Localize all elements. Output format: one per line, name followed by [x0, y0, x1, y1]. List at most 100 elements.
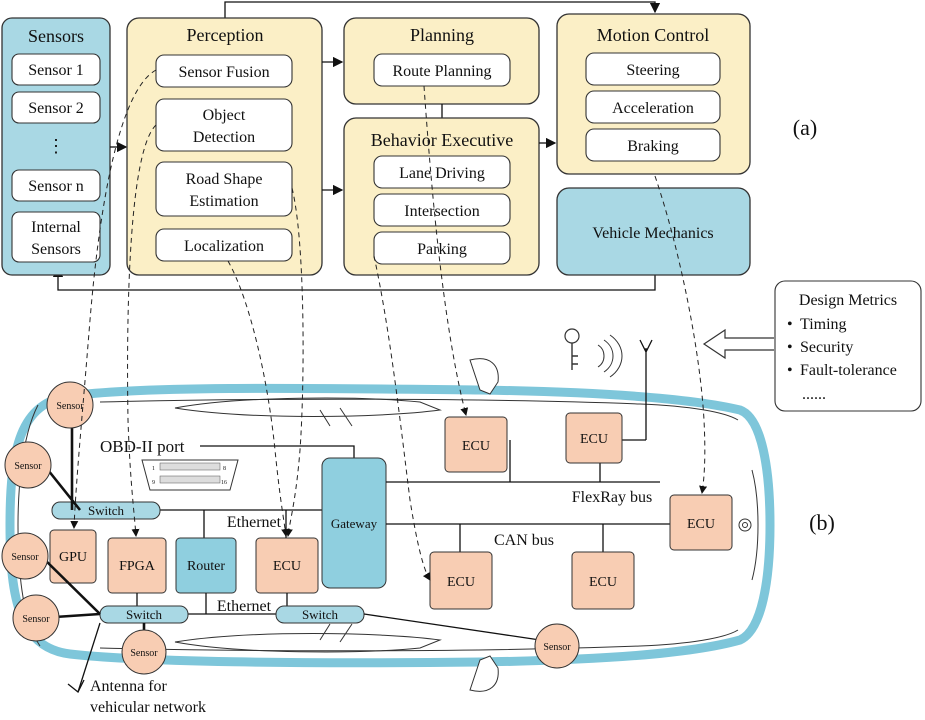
- sensor-ellipsis: ⋮: [47, 136, 65, 156]
- metric-fault-tolerance: Fault-tolerance: [800, 362, 897, 379]
- top-feedback-arrow: [224, 1, 661, 18]
- internal-sensors-label-1: Internal: [31, 219, 81, 236]
- switch-to-rear-sensor: [363, 613, 541, 641]
- perception-title: Perception: [187, 25, 264, 45]
- bottom-feedback-arrow: [52, 266, 656, 291]
- steering-label: Steering: [626, 62, 679, 79]
- obd-pin-16: 16: [221, 480, 227, 486]
- fpga-label: FPGA: [119, 559, 156, 574]
- ethernet-label-top: Ethernet: [227, 514, 282, 531]
- vehicle-mechanics-box: [556, 187, 751, 276]
- design-metrics-title: Design Metrics: [799, 292, 897, 309]
- key-icon: [564, 328, 580, 370]
- vehicle-mechanics-label: Vehicle Mechanics: [592, 225, 713, 242]
- planning-group: Planning Route Planning: [343, 17, 540, 105]
- sensor-fusion-box: [155, 54, 293, 88]
- sensor-label-1: Sensor: [56, 401, 84, 412]
- car-outline: [5, 358, 775, 692]
- ecu-box-flexray-2: [565, 412, 623, 464]
- antenna-label-2: vehicular network: [90, 699, 206, 716]
- flexray-bus-label: FlexRay bus: [572, 489, 652, 506]
- obd-connector-icon: 1 8 9 16: [141, 459, 239, 491]
- obd-connector-line: [200, 445, 355, 458]
- metric-more: ......: [802, 386, 826, 403]
- ethernet-label-bottom: Ethernet: [217, 598, 272, 615]
- sensor-label-2: Sensor: [14, 461, 42, 472]
- route-planning-box: [373, 53, 511, 87]
- acceleration-box: [585, 90, 721, 124]
- ecu-box-flexray-1: [444, 416, 508, 473]
- obd-port-label: OBD-II port: [100, 437, 185, 456]
- panel-label-b: (b): [809, 510, 835, 535]
- route-planning-label: Route Planning: [392, 63, 491, 80]
- perception-group: Perception Sensor Fusion Object Detectio…: [126, 17, 323, 276]
- internal-sensors-box: [11, 211, 101, 263]
- sensors-group: Sensors Sensor 1 Sensor 2 ⋮ Sensor n Int…: [1, 17, 111, 276]
- behavior-title: Behavior Executive: [371, 130, 513, 150]
- antenna-label-1: Antenna for: [90, 678, 168, 695]
- acceleration-label: Acceleration: [612, 100, 694, 117]
- braking-box: [585, 128, 721, 162]
- sensor-circle-6: [534, 623, 580, 669]
- sensors-title: Sensors: [28, 26, 84, 46]
- sensor-circle-2: [4, 441, 52, 489]
- obd-pin-9: 9: [152, 480, 155, 486]
- motion-control-title: Motion Control: [597, 25, 710, 45]
- metric-security: Security: [800, 339, 853, 356]
- ecu-label-flexray-1: ECU: [462, 439, 490, 454]
- metric-timing: Timing: [800, 316, 847, 333]
- sensor-label-6: Sensor: [543, 642, 571, 653]
- steering-box: [585, 52, 721, 86]
- motion-control-group: Motion Control Steering Acceleration Bra…: [556, 13, 751, 175]
- ecu-box-rear: [669, 494, 733, 551]
- ecu-to-switch-links: [136, 593, 288, 614]
- sensor-n-label: Sensor n: [28, 178, 84, 195]
- switch-bottom-right-label: Switch: [302, 607, 339, 622]
- behavior-executive-group: Behavior Executive Lane Driving Intersec…: [343, 117, 540, 276]
- can-bus-label: CAN bus: [494, 532, 554, 549]
- localization-label: Localization: [184, 238, 264, 255]
- metric-bullet-2: •: [787, 339, 793, 356]
- obd-pin-1: 1: [152, 466, 155, 472]
- sensor-circle-3: [1, 532, 49, 580]
- gateway-label: Gateway: [331, 516, 378, 531]
- sensor-wiring: [39, 422, 146, 635]
- sensor-circle-4: [12, 594, 60, 642]
- panel-label-a: (a): [793, 115, 817, 140]
- lane-driving-label: Lane Driving: [399, 165, 485, 182]
- gpu-box: [49, 529, 97, 584]
- sensor-2-box: [11, 91, 101, 124]
- antenna-top-icon: [639, 339, 653, 440]
- braking-label: Braking: [627, 138, 679, 155]
- router-label: Router: [187, 559, 225, 574]
- ecu-label-can-1: ECU: [447, 575, 475, 590]
- sensor-1-box: [11, 53, 101, 86]
- sensor-circle-5: [121, 629, 167, 675]
- road-shape-label-1: Road Shape: [186, 171, 263, 188]
- parking-box: [373, 231, 511, 265]
- road-shape-label-2: Estimation: [189, 193, 258, 210]
- object-detection-label-2: Detection: [193, 129, 255, 146]
- switch-bottom-left-label: Switch: [126, 607, 163, 622]
- object-detection-label-1: Object: [203, 107, 246, 124]
- mapping-dashed-lines: [70, 69, 708, 581]
- gateway-box: [321, 457, 387, 589]
- ecu-box-can-2: [571, 551, 635, 610]
- ecu-label-flexray-2: ECU: [580, 432, 608, 447]
- intersection-label: Intersection: [404, 203, 480, 220]
- metric-bullet-1: •: [787, 316, 793, 333]
- sensor-label-5: Sensor: [130, 648, 158, 659]
- sensor-1-label: Sensor 1: [28, 62, 84, 79]
- gpu-label: GPU: [59, 550, 87, 565]
- wireless-signal-icon: [597, 334, 623, 378]
- sensor-label-3: Sensor: [11, 552, 39, 563]
- parking-label: Parking: [417, 241, 467, 258]
- localization-box: [155, 228, 293, 262]
- design-metrics-arrow: [702, 328, 774, 360]
- switch-top: [51, 501, 161, 520]
- ecu-label-front: ECU: [273, 559, 301, 574]
- planning-title: Planning: [410, 25, 474, 45]
- sensor-fusion-label: Sensor Fusion: [178, 64, 269, 81]
- lane-driving-box: [373, 155, 511, 189]
